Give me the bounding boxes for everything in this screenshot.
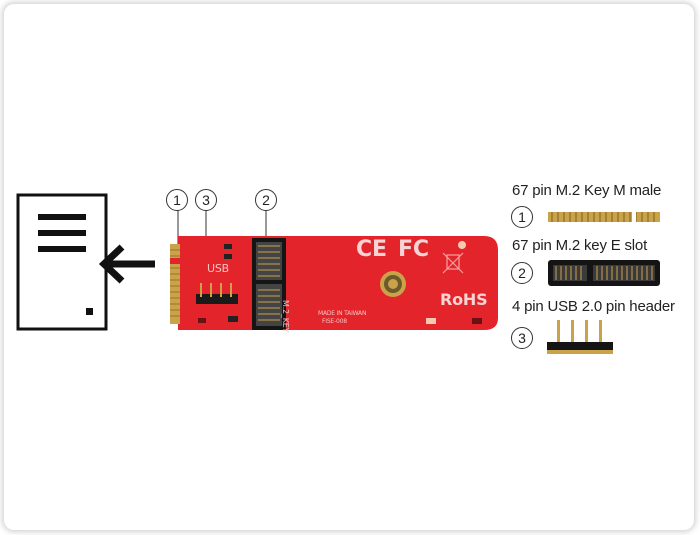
document-icon (16, 193, 108, 331)
board-m2-slot (252, 238, 286, 330)
screw-icon (380, 271, 406, 297)
pcb-marking-key: M.2_KEY (281, 300, 290, 333)
pcb-marking-made: MADE IN TAIWAN (318, 310, 367, 317)
legend-label-1: 67 pin M.2 Key M male (512, 182, 662, 199)
arrow-left-icon (98, 244, 155, 284)
legend-badge-2: 2 (511, 262, 533, 284)
legend-label-2: 67 pin M.2 key E slot (512, 237, 648, 254)
m2-slot-icon (548, 260, 660, 286)
pin-header-icon (547, 320, 613, 354)
edge-contacts (170, 244, 181, 324)
callout-1: 1 (166, 189, 188, 211)
weee-bin-icon (442, 252, 464, 274)
rohs-mark: RoHS (440, 290, 488, 309)
board-pin-header (196, 283, 238, 304)
m2-edge-connector-icon (548, 211, 660, 223)
legend-badge-1: 1 (511, 206, 533, 228)
callout-3: 3 (195, 189, 217, 211)
pcb-marking-usb: USB (207, 262, 229, 275)
ce-mark: CE (356, 237, 387, 262)
callout-2: 2 (255, 189, 277, 211)
fcc-mark: FC (398, 237, 429, 262)
m2-adapter-board (170, 236, 498, 330)
pcb-marking-model: FISE-008 (322, 318, 347, 325)
legend-badge-3: 3 (511, 327, 533, 349)
legend-label-3: 4 pin USB 2.0 pin header (512, 298, 675, 315)
